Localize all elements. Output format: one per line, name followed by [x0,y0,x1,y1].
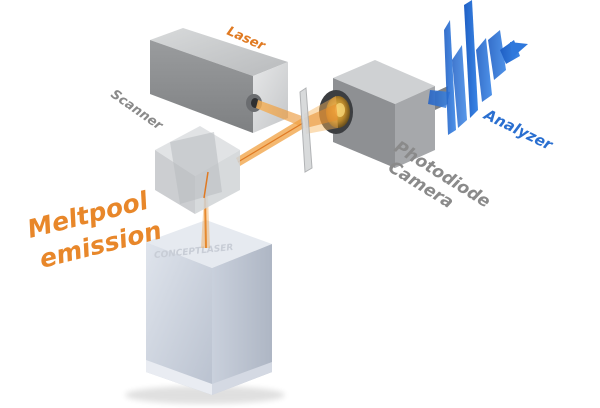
photodiode-camera [319,60,448,168]
machine: CONCEPTLASER [146,220,272,395]
machine-shadow [125,386,285,404]
analyzer-label: Analyzer [480,105,556,155]
beam-splitter [299,87,313,173]
analyzer-waveform [428,0,528,135]
scanner-mirror [170,132,222,204]
laser-beam [236,100,304,166]
emission-beam-to-camera [304,96,338,134]
laser-source [150,28,288,133]
scanner [155,126,240,214]
